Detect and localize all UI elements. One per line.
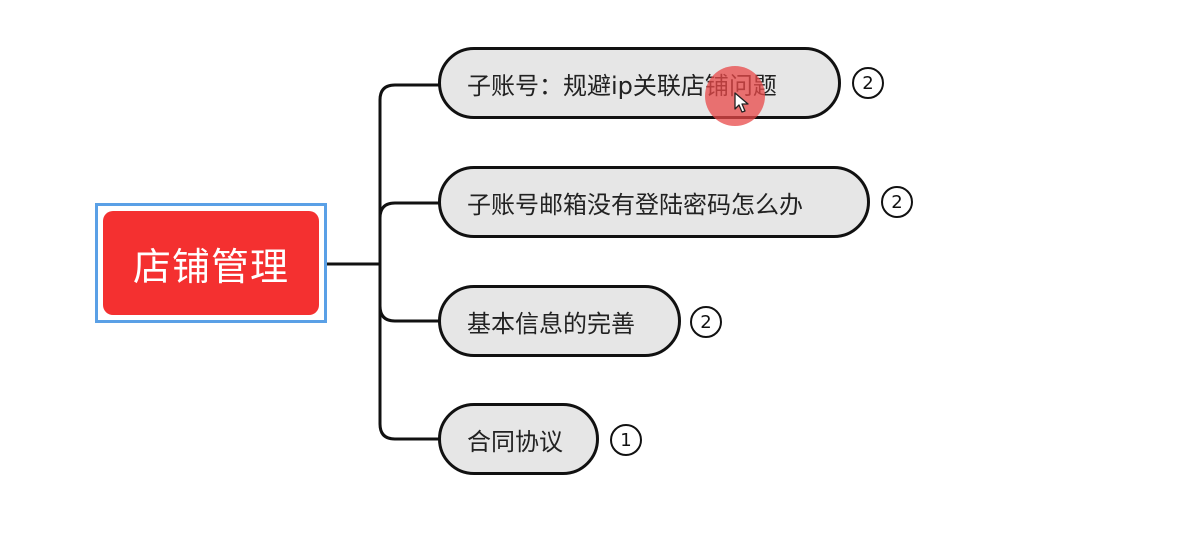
topic-3[interactable]: 基本信息的完善 [438, 285, 681, 357]
topic-3-count-badge[interactable]: 2 [690, 306, 722, 338]
branch-trunk [378, 83, 440, 441]
branch-connector-3 [378, 305, 440, 323]
topic-2[interactable]: 子账号邮箱没有登陆密码怎么办 [438, 166, 870, 238]
topic-3-label: 基本信息的完善 [467, 309, 635, 338]
root-topic[interactable]: 店铺管理 [103, 211, 319, 315]
topic-2-count-badge[interactable]: 2 [881, 186, 913, 218]
topic-4-label: 合同协议 [467, 427, 563, 456]
topic-4[interactable]: 合同协议 [438, 403, 599, 475]
root-topic-label: 店铺管理 [132, 244, 289, 289]
topic-1-count-badge[interactable]: 2 [852, 67, 884, 99]
topic-2-label: 子账号邮箱没有登陆密码怎么办 [467, 190, 803, 219]
pointer-cursor-icon [734, 92, 749, 113]
topic-4-count-badge[interactable]: 1 [610, 424, 642, 456]
branch-connector-2 [378, 201, 440, 219]
topic-1[interactable]: 子账号：规避ip关联店铺问题 [438, 47, 841, 119]
